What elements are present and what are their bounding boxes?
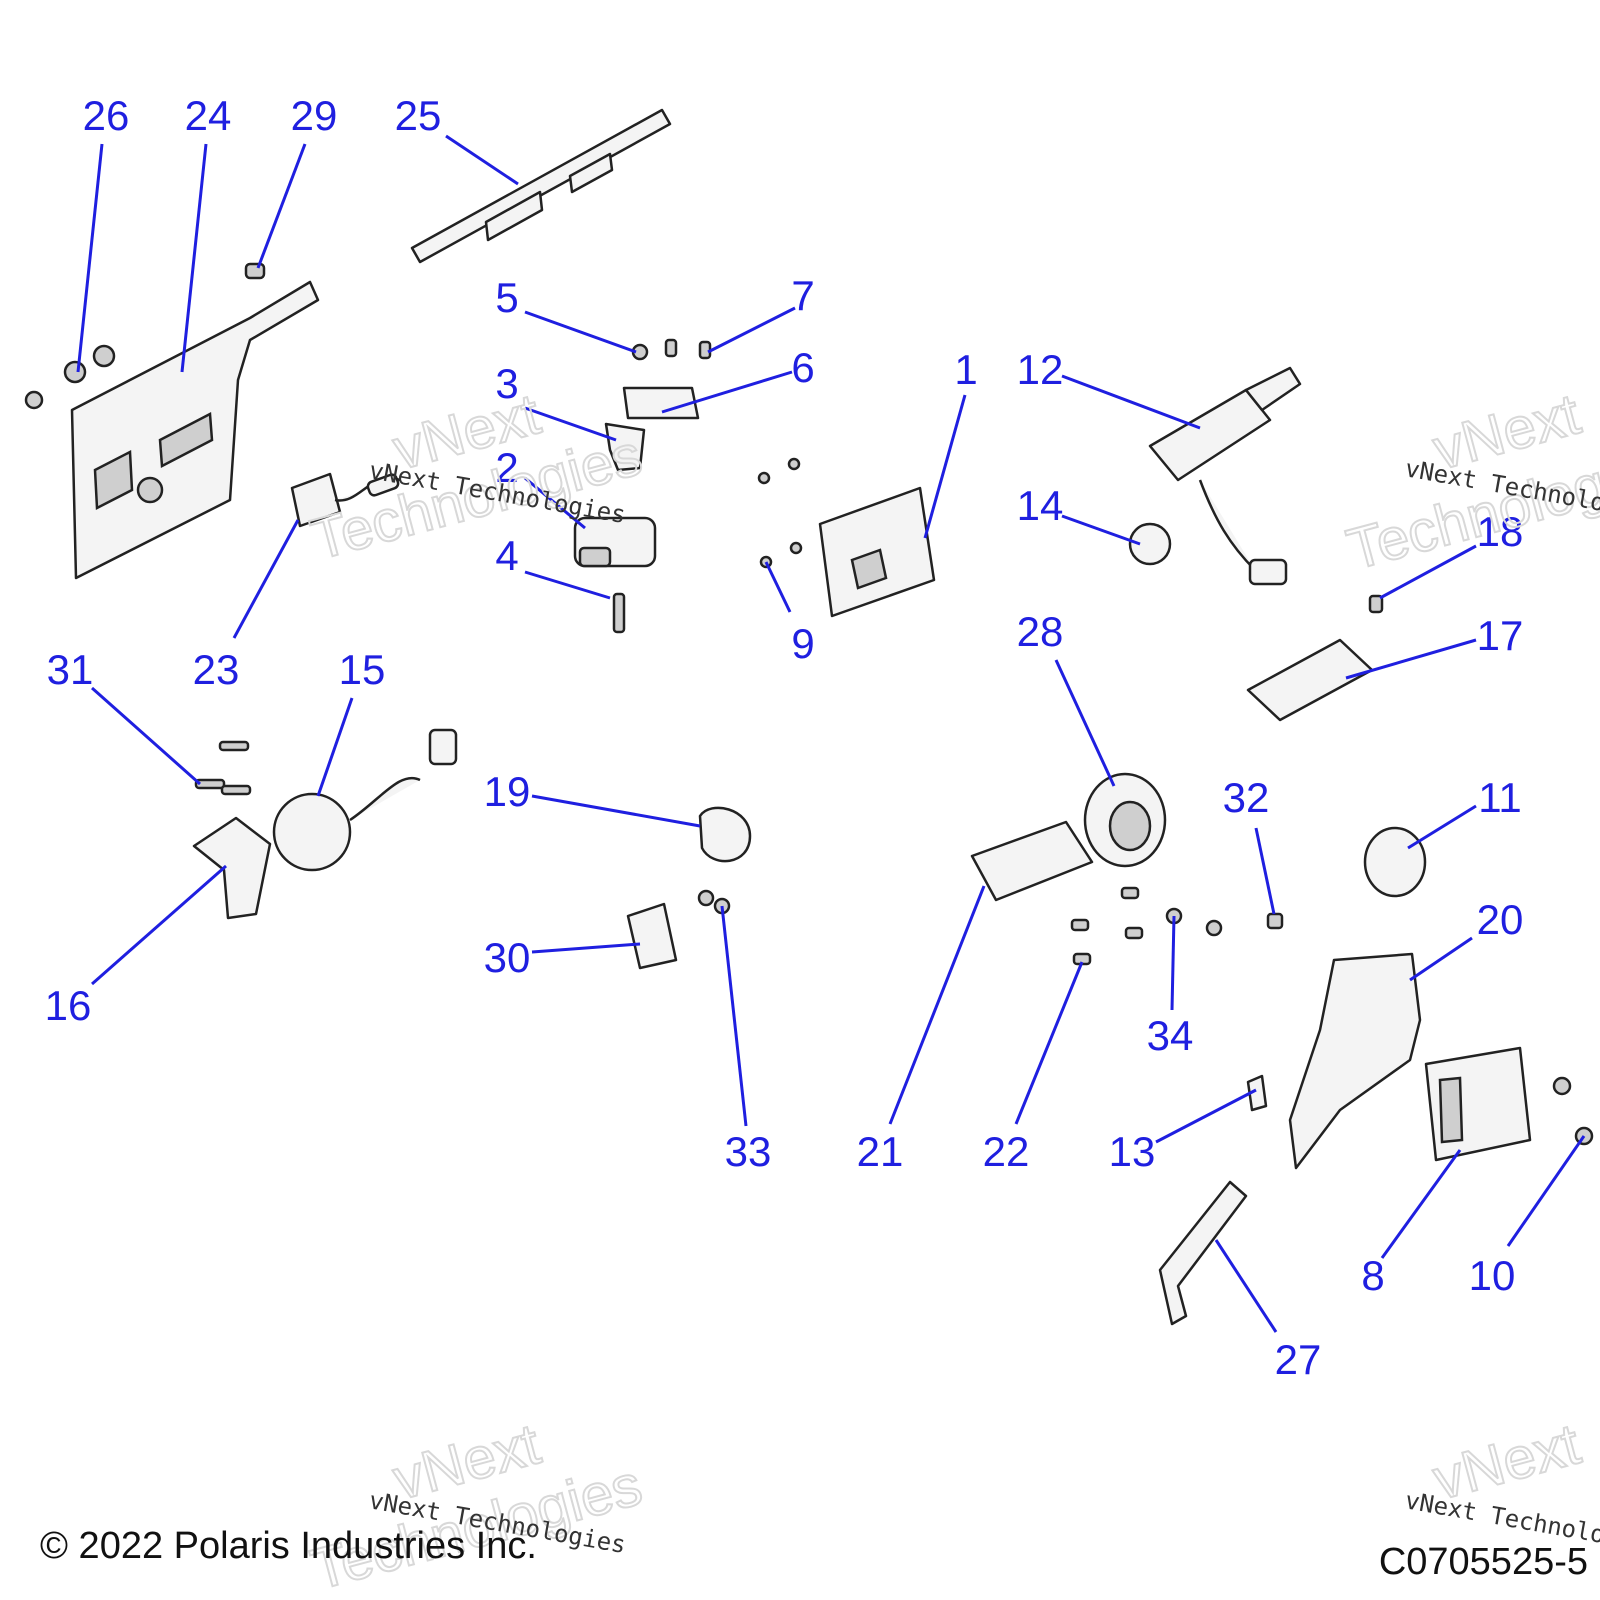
callout-5: 5 xyxy=(495,274,518,321)
part-21-terminal-block xyxy=(970,820,1094,902)
callout-18: 18 xyxy=(1477,508,1524,555)
part-3-clip xyxy=(604,422,646,472)
callout-9: 9 xyxy=(791,620,814,667)
part-17-connector xyxy=(1246,638,1374,722)
part-27-strap xyxy=(1158,1180,1248,1326)
callout-16: 16 xyxy=(45,982,92,1029)
part-2-relay xyxy=(573,516,657,568)
callout-22: 22 xyxy=(983,1128,1030,1175)
leader-lines xyxy=(76,134,1586,1333)
callout-28: 28 xyxy=(1017,608,1064,655)
part-11-horn xyxy=(1363,826,1427,898)
callout-2: 2 xyxy=(495,444,518,491)
callout-23: 23 xyxy=(193,646,240,693)
part-10-fasteners xyxy=(1552,1076,1594,1146)
callout-31: 31 xyxy=(47,646,94,693)
callout-4: 4 xyxy=(495,532,518,579)
part-29-bolt xyxy=(244,262,266,280)
part-23-sensor xyxy=(290,472,401,528)
part-18-screw xyxy=(1368,594,1384,614)
part-24-mounting-plate xyxy=(70,280,320,580)
part-6-bracket xyxy=(622,386,700,420)
watermark-bottom-left: vNext Technologies vNext Technologies xyxy=(304,1410,650,1600)
callout-10: 10 xyxy=(1469,1252,1516,1299)
part-22-screws xyxy=(1070,886,1144,966)
callout-33: 33 xyxy=(725,1128,772,1175)
part-5-7-fasteners xyxy=(631,338,712,361)
part-28-cover xyxy=(1083,772,1167,868)
callout-34: 34 xyxy=(1147,1012,1194,1059)
figure-id: C0705525-5 xyxy=(1379,1541,1588,1583)
part-31-screws xyxy=(194,740,252,796)
part-32-screw xyxy=(1266,912,1284,930)
callout-17: 17 xyxy=(1477,612,1524,659)
part-9-screws xyxy=(757,457,803,569)
callout-3: 3 xyxy=(495,360,518,407)
part-19-seal xyxy=(698,806,752,863)
callout-14: 14 xyxy=(1017,482,1064,529)
callout-15: 15 xyxy=(339,646,386,693)
part-33-nuts xyxy=(697,889,731,915)
part-12-switch xyxy=(1148,366,1302,586)
part-1-ecu xyxy=(818,486,936,618)
callout-8: 8 xyxy=(1361,1252,1384,1299)
watermark-right: vNext Technologies vNext Technologies xyxy=(1340,380,1600,583)
callout-24: 24 xyxy=(185,92,232,139)
part-15-motor xyxy=(272,728,458,872)
callout-26: 26 xyxy=(83,92,130,139)
callout-32: 32 xyxy=(1223,774,1270,821)
callout-20: 20 xyxy=(1477,896,1524,943)
part-16-bracket xyxy=(192,816,272,920)
copyright-text: © 2022 Polaris Industries Inc. xyxy=(40,1525,537,1567)
callout-29: 29 xyxy=(291,92,338,139)
part-4-screw xyxy=(612,592,626,634)
callout-11: 11 xyxy=(1478,774,1522,821)
part-20-bracket xyxy=(1288,952,1422,1170)
callout-13: 13 xyxy=(1109,1128,1156,1175)
part-13-fuse xyxy=(1246,1074,1268,1112)
callout-7: 7 xyxy=(791,272,814,319)
callout-27: 27 xyxy=(1275,1336,1322,1383)
part-30-relay xyxy=(626,902,678,970)
callout-12: 12 xyxy=(1017,346,1064,393)
callout-1: 1 xyxy=(954,346,977,393)
part-25-bracket-bar xyxy=(410,108,672,264)
part-8-regulator xyxy=(1424,1046,1532,1162)
callout-19: 19 xyxy=(484,768,531,815)
callout-30: 30 xyxy=(484,934,531,981)
callout-25: 25 xyxy=(395,92,442,139)
callout-6: 6 xyxy=(791,344,814,391)
part-14-knob xyxy=(1128,522,1172,566)
watermark-bottom-right: vNext vNext Technologies xyxy=(1403,1410,1600,1559)
callout-labels: 1 2 3 4 5 6 7 8 9 10 11 12 13 14 15 16 1… xyxy=(45,92,1524,1383)
callout-21: 21 xyxy=(857,1128,904,1175)
